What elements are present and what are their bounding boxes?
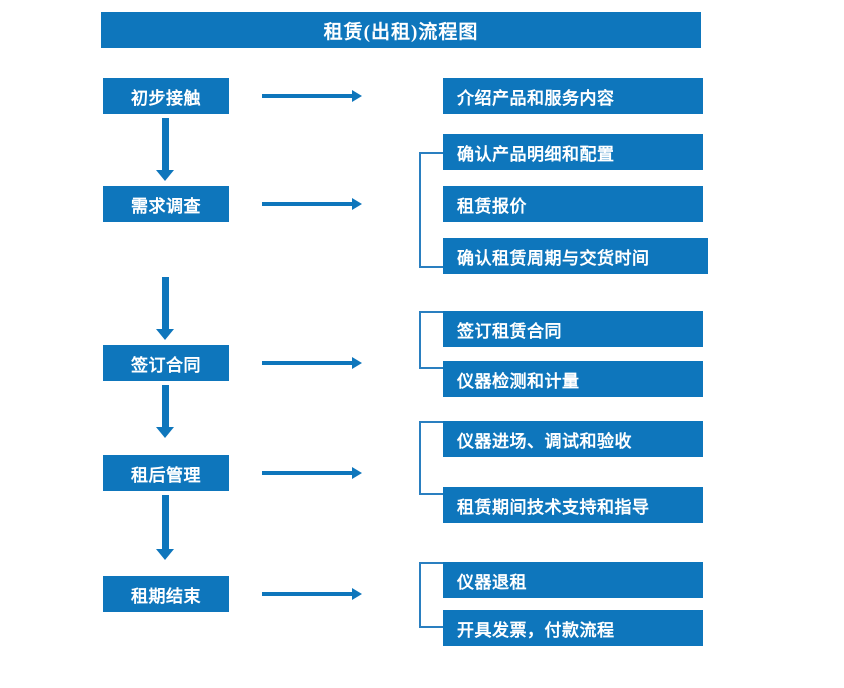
detail-box-2[interactable]: 确认产品明细和配置	[443, 134, 703, 170]
vertical-arrow-2-shaft	[162, 277, 169, 331]
horizontal-arrow-4-head	[352, 467, 362, 479]
horizontal-arrow-4-line	[262, 471, 354, 475]
bracket-stage-2	[419, 152, 443, 268]
stage-box-1[interactable]: 初步接触	[103, 78, 229, 114]
horizontal-arrow-2-line	[262, 202, 354, 206]
vertical-arrow-3-shaft	[162, 385, 169, 429]
vertical-arrow-3-head	[156, 427, 174, 438]
stage-box-5[interactable]: 租期结束	[103, 576, 229, 612]
vertical-arrow-1-head	[156, 170, 174, 181]
bracket-stage-5	[419, 562, 443, 628]
detail-box-4[interactable]: 确认租赁周期与交货时间	[443, 238, 708, 274]
vertical-arrow-4-head	[156, 549, 174, 560]
detail-box-5[interactable]: 签订租赁合同	[443, 311, 703, 347]
detail-box-7[interactable]: 仪器进场、调试和验收	[443, 421, 703, 457]
detail-box-10[interactable]: 开具发票，付款流程	[443, 610, 703, 646]
horizontal-arrow-3-line	[262, 361, 354, 365]
horizontal-arrow-2-head	[352, 198, 362, 210]
bracket-stage-3	[419, 311, 443, 369]
horizontal-arrow-5-line	[262, 592, 354, 596]
detail-box-6[interactable]: 仪器检测和计量	[443, 361, 703, 397]
horizontal-arrow-3-head	[352, 357, 362, 369]
bracket-stage-4	[419, 421, 443, 495]
chart-title: 租赁(出租)流程图	[101, 12, 701, 48]
detail-box-8[interactable]: 租赁期间技术支持和指导	[443, 487, 703, 523]
stage-box-3[interactable]: 签订合同	[103, 345, 229, 381]
horizontal-arrow-1-head	[352, 90, 362, 102]
vertical-arrow-2-head	[156, 329, 174, 340]
vertical-arrow-1-shaft	[162, 118, 169, 172]
detail-box-1[interactable]: 介绍产品和服务内容	[443, 78, 703, 114]
stage-box-2[interactable]: 需求调查	[103, 186, 229, 222]
vertical-arrow-4-shaft	[162, 495, 169, 551]
detail-box-3[interactable]: 租赁报价	[443, 186, 703, 222]
detail-box-9[interactable]: 仪器退租	[443, 562, 703, 598]
stage-box-4[interactable]: 租后管理	[103, 455, 229, 491]
horizontal-arrow-5-head	[352, 588, 362, 600]
horizontal-arrow-1-line	[262, 94, 354, 98]
